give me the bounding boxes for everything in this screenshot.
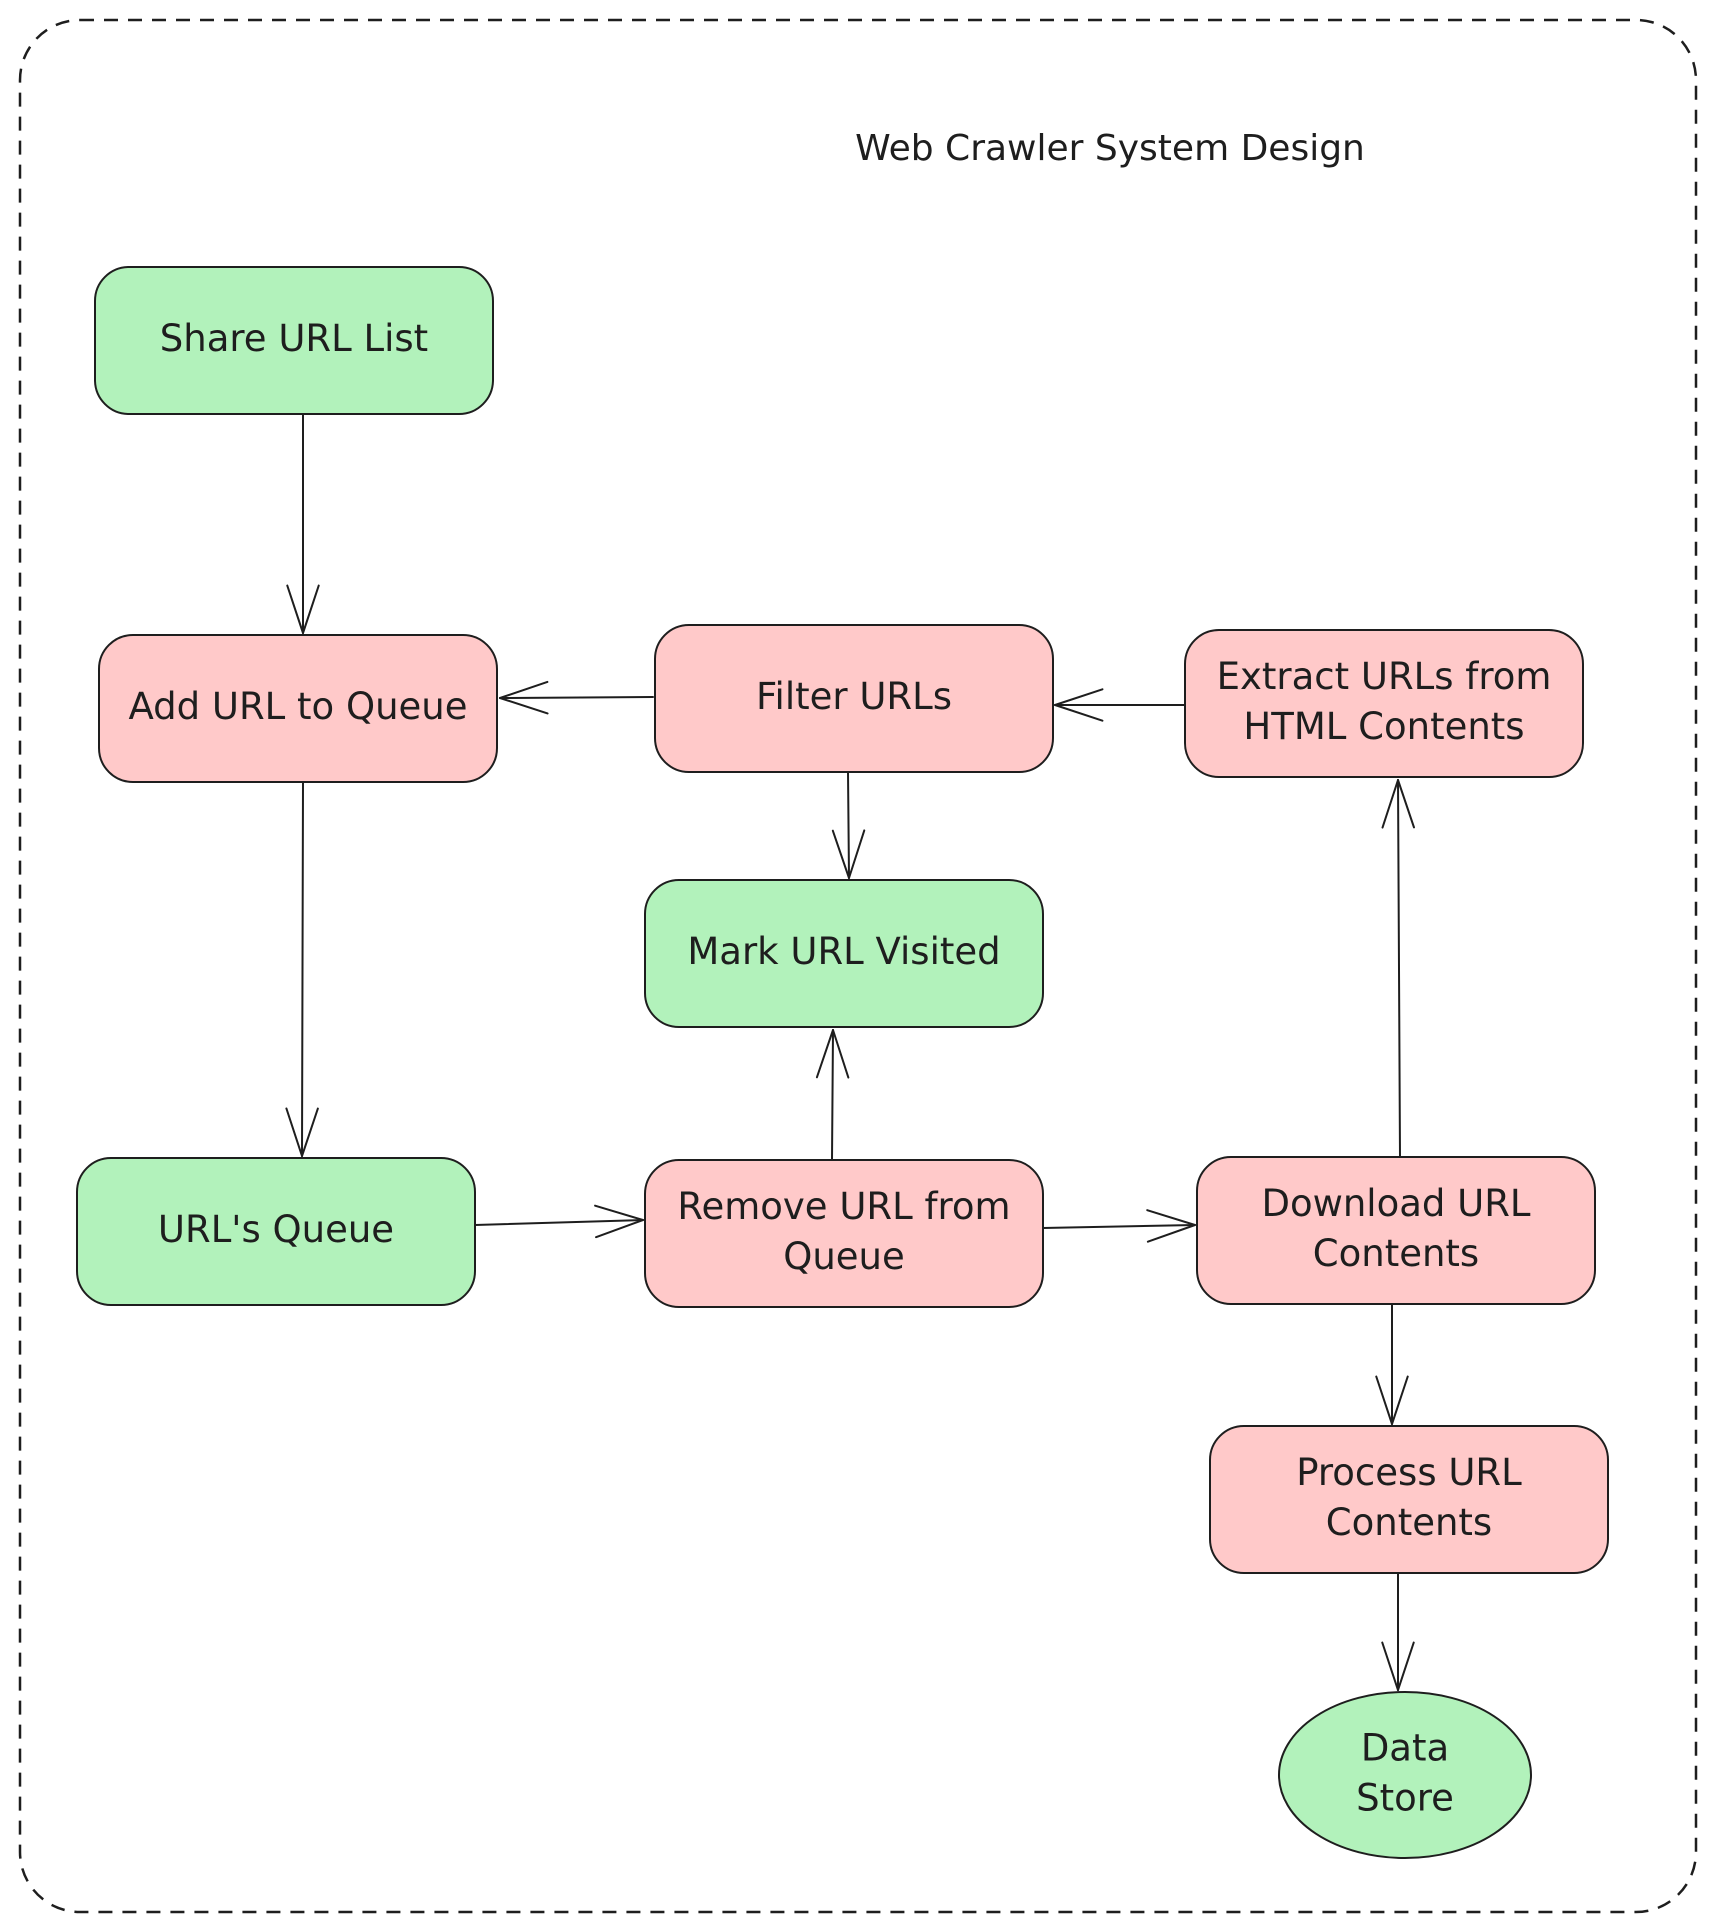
node-mark-url-visited: Mark URL Visited [644, 879, 1044, 1028]
diagram-title: Web Crawler System Design [855, 128, 1365, 169]
node-shape [654, 624, 1054, 773]
node-label: Extract URLs from [1217, 655, 1552, 698]
node-label: Download URL [1261, 1182, 1530, 1225]
node-label: Share URL List [160, 317, 428, 360]
node-filter-urls: Filter URLs [654, 624, 1054, 773]
node-label: Remove URL from [677, 1185, 1010, 1228]
node-shape [76, 1157, 476, 1306]
node-label: URL's Queue [158, 1208, 394, 1251]
node-shape [94, 266, 494, 415]
node-download-url-contents: Download URL Contents [1196, 1156, 1596, 1305]
arrow-extract-urls-to-filter-urls [1054, 688, 1186, 722]
arrow-download-url-contents-to-extract-urls [1381, 779, 1415, 1158]
node-label: Filter URLs [756, 675, 952, 718]
node-label: Contents [1313, 1232, 1479, 1275]
arrow-share-url-list-to-add-url-to-queue [286, 413, 320, 634]
arrow-filter-urls-to-mark-url-visited [831, 771, 866, 879]
arrow-process-url-contents-to-data-store [1381, 1572, 1415, 1691]
node-shape [1196, 1156, 1596, 1305]
node-shape [1278, 1691, 1532, 1859]
node-shape [98, 634, 498, 783]
arrow-download-url-contents-to-process-url-contents [1375, 1303, 1409, 1425]
edges-layer [285, 413, 1415, 1691]
node-label: Queue [783, 1235, 905, 1278]
node-label: Contents [1326, 1501, 1492, 1544]
node-shape [644, 1159, 1044, 1308]
node-shape [1209, 1425, 1609, 1574]
node-label: HTML Contents [1243, 705, 1524, 748]
node-urls-queue: URL's Queue [76, 1157, 476, 1306]
node-label: Store [1356, 1777, 1454, 1820]
node-label: Process URL [1296, 1451, 1522, 1494]
arrow-remove-url-from-queue-to-download-url-contents [1042, 1209, 1196, 1243]
node-label: Mark URL Visited [687, 930, 1000, 973]
node-shape [1184, 629, 1584, 778]
arrow-remove-url-from-queue-to-mark-url-visited [815, 1029, 850, 1161]
node-label: Data [1361, 1727, 1449, 1770]
node-shape [644, 879, 1044, 1028]
node-label: Add URL to Queue [128, 685, 467, 728]
arrow-urls-queue-to-remove-url-from-queue [474, 1204, 644, 1239]
arrow-add-url-to-queue-to-urls-queue [285, 781, 319, 1157]
arrow-filter-urls-to-add-url-to-queue [499, 680, 654, 715]
node-add-url-to-queue: Add URL to Queue [98, 634, 498, 783]
node-process-url-contents: Process URL Contents [1209, 1425, 1609, 1574]
node-share-url-list: Share URL List [94, 266, 494, 415]
diagram-frame [18, 18, 1698, 1914]
